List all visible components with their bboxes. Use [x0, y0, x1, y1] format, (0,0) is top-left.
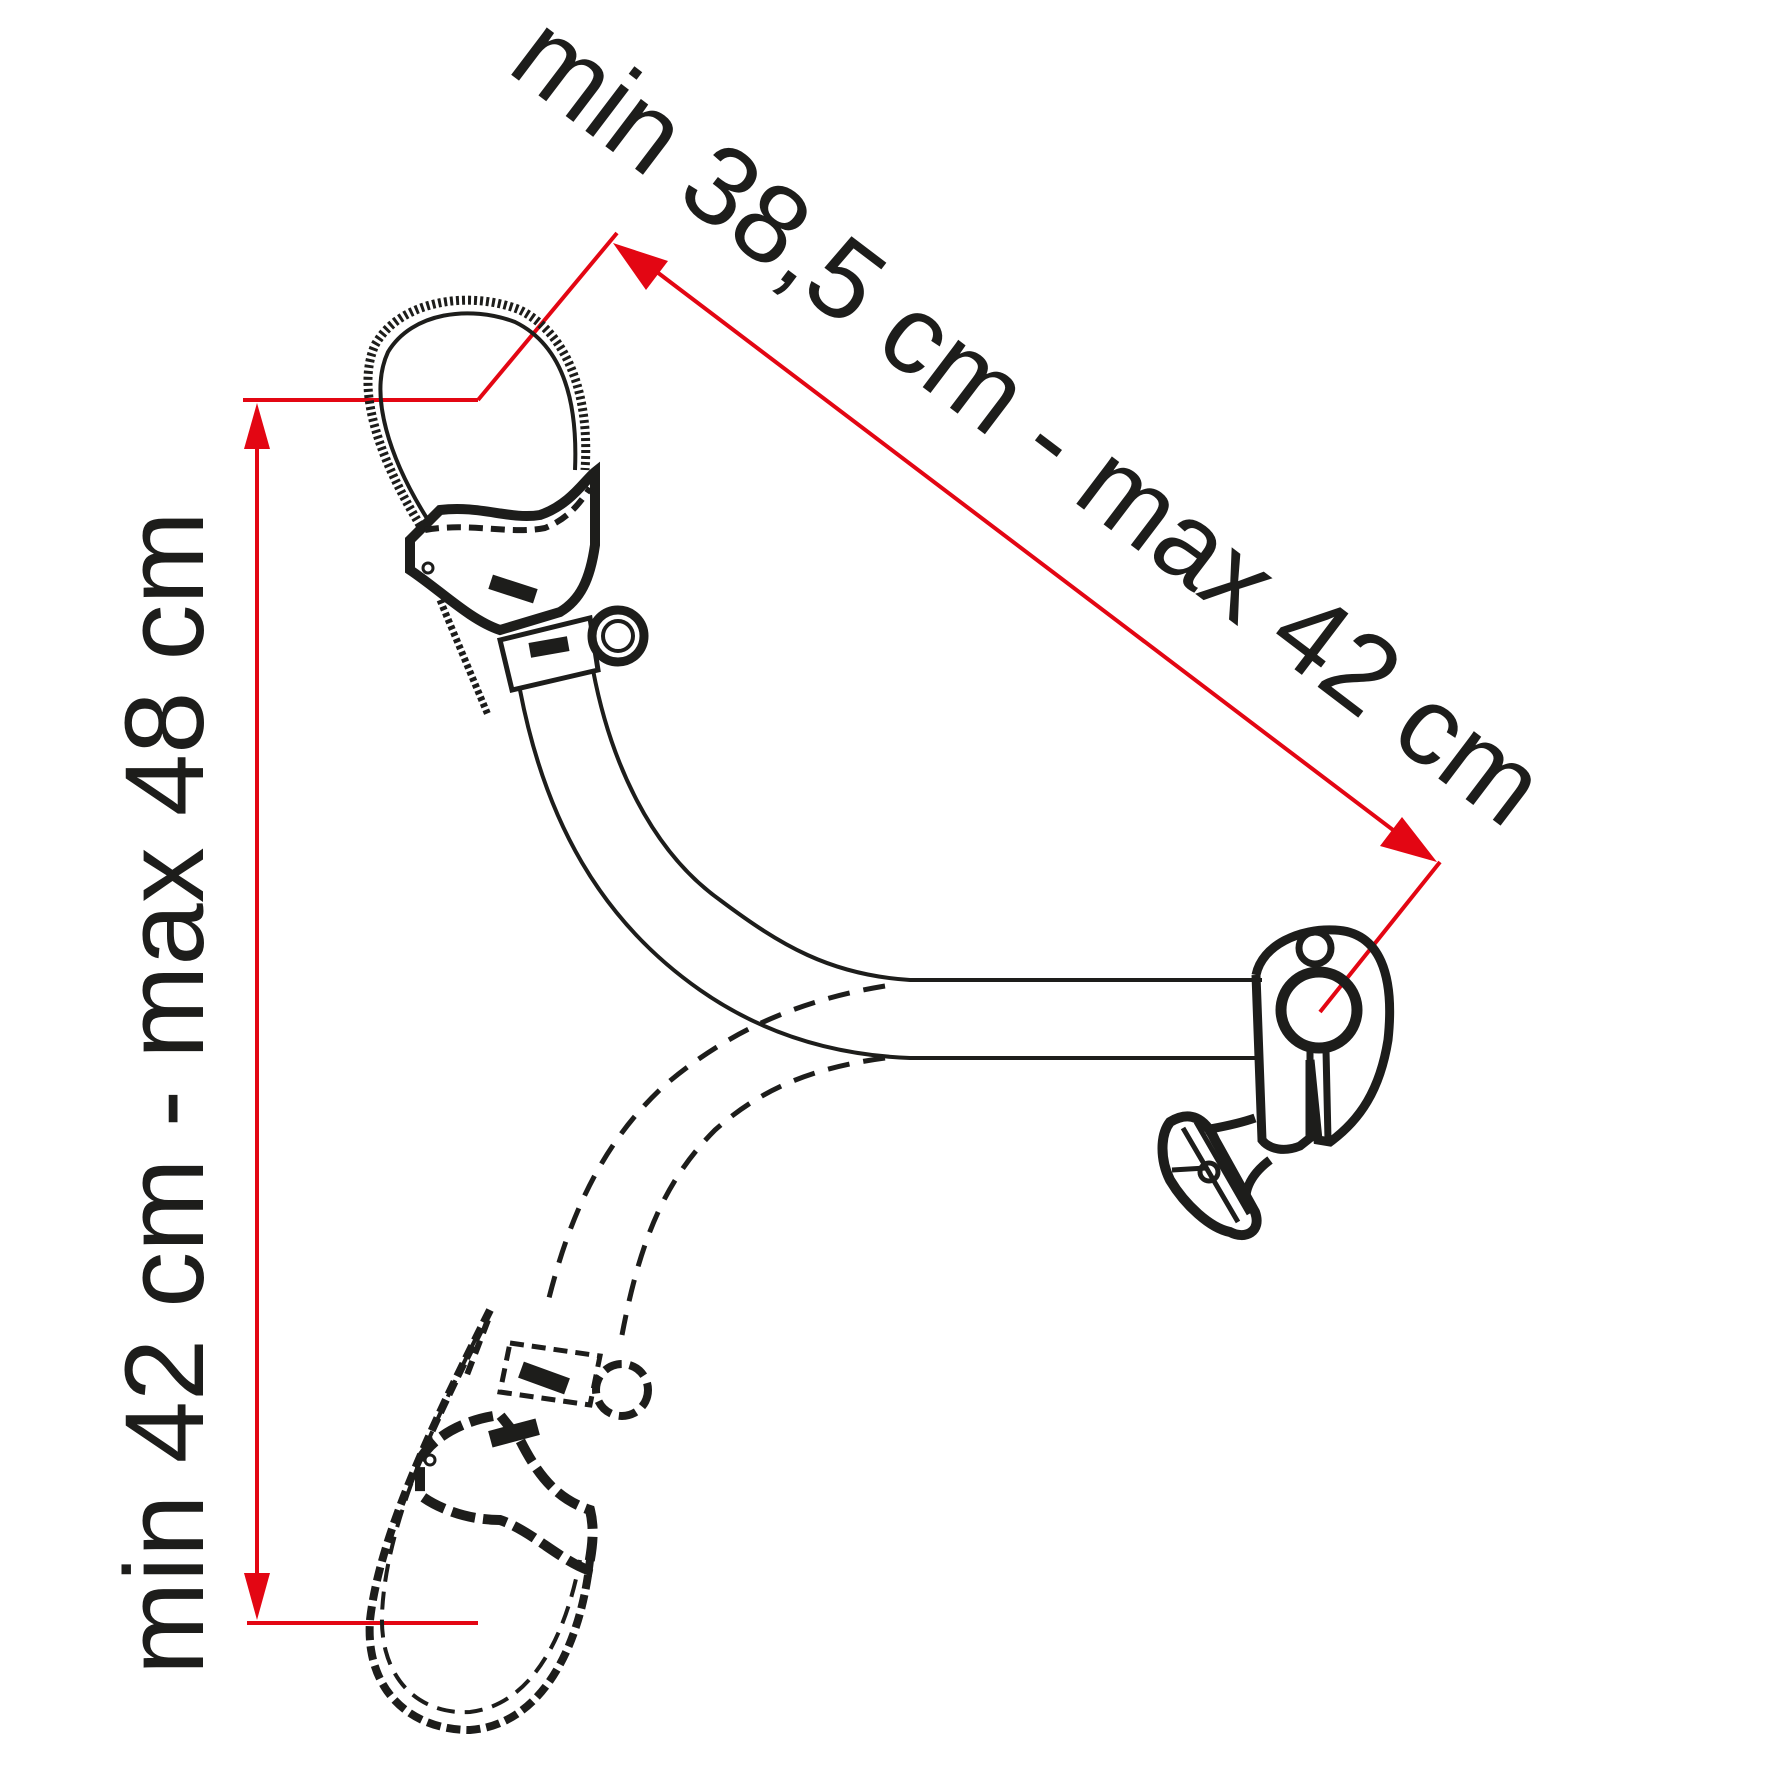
clamp-outer-body: [1251, 925, 1395, 1147]
ghost-screw-pin: [488, 1418, 540, 1448]
knob-handle-icon: [1157, 1111, 1262, 1241]
mount-clamp: [1157, 925, 1395, 1241]
ratchet-strap-icon: [363, 295, 591, 528]
ghost-rivet-icon: [423, 1453, 437, 1467]
diagonal-extension-line-bottom: [1318, 860, 1442, 1014]
arrowhead-down-icon: [244, 1573, 270, 1620]
wheel-cradle-upper: [363, 295, 649, 717]
arrowhead-up-icon: [244, 403, 270, 449]
ghost-eyelet-icon: [592, 1360, 652, 1420]
clamp-top-knob: [1295, 928, 1335, 968]
arm-lower-position: [543, 983, 886, 1336]
cradle-rim-dashes: [424, 486, 593, 534]
arm-upper-position: [518, 669, 1262, 1060]
clamp-back-plate: [1251, 974, 1315, 1154]
strap-inner-line: [378, 311, 578, 522]
arm-tube-outer-edge: [518, 689, 1262, 1060]
ghost-strap-inner: [379, 1329, 582, 1715]
ghost-hinge-box: [497, 1340, 603, 1408]
arrowhead-icon: [613, 243, 668, 290]
diagonal-dimension: min 38,5 cm - max 42 cm: [476, 0, 1567, 1014]
ghost-ratchet-strap-icon: [365, 1308, 594, 1735]
hinge-box: [496, 614, 601, 693]
clamp-ring-icon: [1275, 966, 1363, 1054]
knob-center-icon: [1197, 1160, 1221, 1184]
eyelet-icon: [587, 605, 649, 667]
vertical-dimension-label: min 42 cm - max 48 cm: [102, 511, 227, 1675]
diagonal-extension-line-top: [476, 231, 619, 402]
cradle-body: [405, 461, 600, 636]
screw-pin: [488, 574, 538, 604]
clamp-slot: [1306, 1049, 1332, 1141]
ghost-strap-tail: [462, 1318, 491, 1382]
ghost-tube-inner: [619, 1055, 886, 1336]
eyelet-hole: [601, 619, 635, 653]
rivet-icon: [421, 561, 435, 575]
vertical-dimension: min 42 cm - max 48 cm: [102, 398, 478, 1675]
wheel-cradle-lower: [365, 1308, 652, 1735]
ghost-cradle-body: [415, 1409, 598, 1577]
arrowhead-icon: [1380, 817, 1437, 862]
ghost-tube-outer: [543, 983, 886, 1311]
screw-pin: [528, 636, 570, 658]
diagonal-dimension-label: min 38,5 cm - max 42 cm: [490, 0, 1567, 849]
ghost-screw-pin: [518, 1361, 570, 1395]
arm-tube-inner-edge: [591, 669, 1262, 982]
diagonal-dimension-line: [626, 248, 1432, 860]
